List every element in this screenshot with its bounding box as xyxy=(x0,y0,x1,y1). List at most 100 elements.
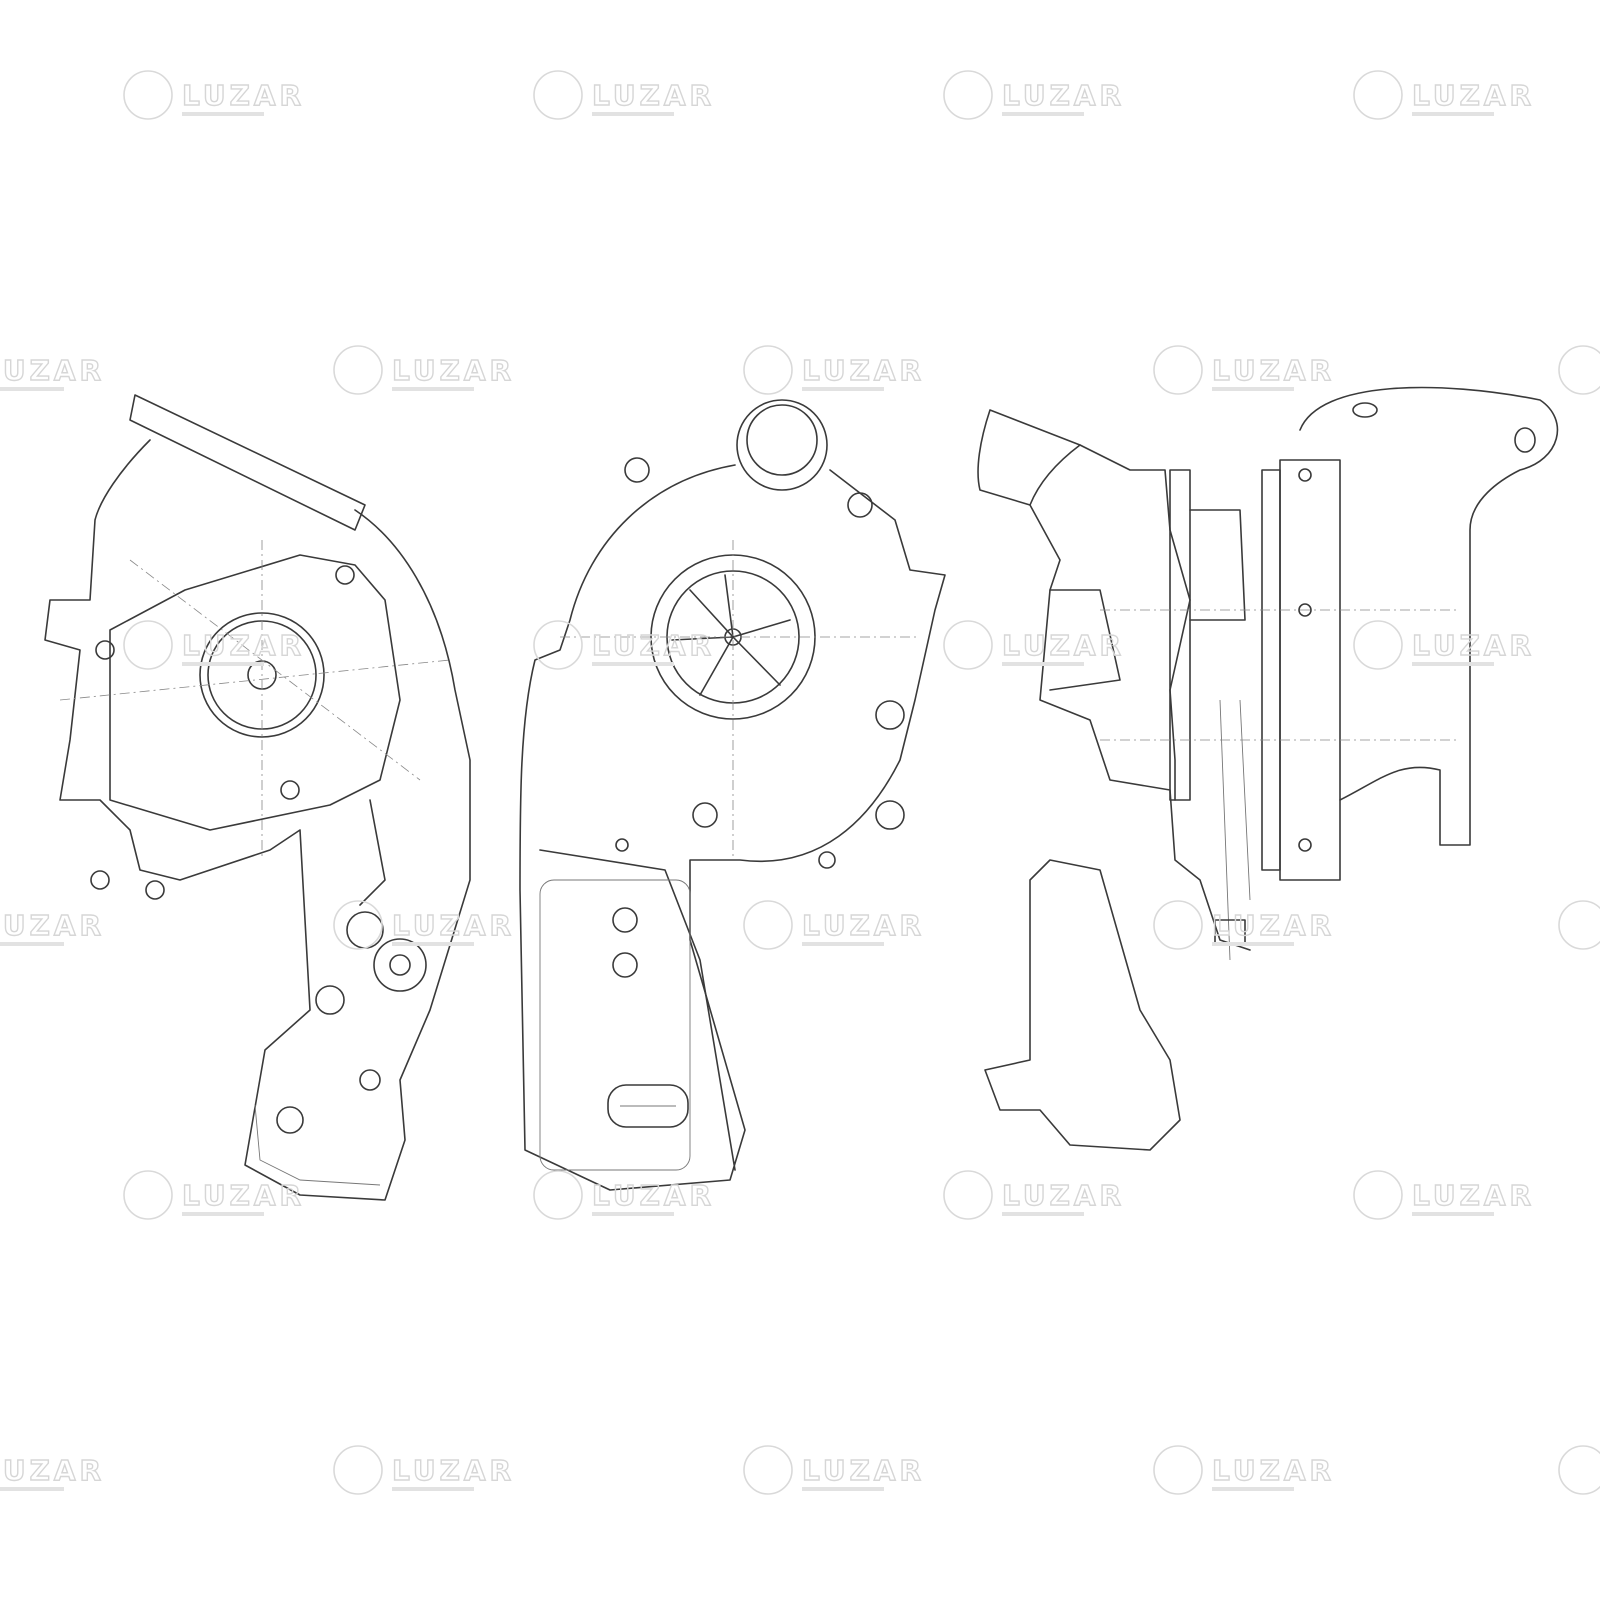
watermark-brand: LUZAR xyxy=(592,629,715,662)
luzar-watermark: LUZAR xyxy=(1353,70,1535,120)
luzar-watermark: LUZAR xyxy=(1353,620,1535,670)
watermark-tagline xyxy=(802,942,884,946)
watermark-brand: LUZAR xyxy=(1212,354,1335,387)
watermark-tagline xyxy=(1212,1487,1294,1491)
luzar-watermark: LUZAR xyxy=(1558,1445,1600,1495)
watermark-brand: LUZAR xyxy=(0,1454,105,1487)
watermark-tagline xyxy=(392,1487,474,1491)
watermark-brand: LUZAR xyxy=(592,1179,715,1212)
dragon-logo-icon xyxy=(1353,620,1403,670)
front-view xyxy=(44,394,471,1201)
luzar-watermark: LUZAR xyxy=(743,900,925,950)
luzar-watermark: LUZAR xyxy=(1558,345,1600,395)
watermark-tagline xyxy=(0,1487,64,1491)
watermark-brand: LUZAR xyxy=(0,909,105,942)
luzar-watermark: LUZAR xyxy=(1558,900,1600,950)
watermark-tagline xyxy=(1412,1212,1494,1216)
luzar-watermark: LUZAR xyxy=(123,620,305,670)
luzar-watermark: LUZAR xyxy=(333,900,515,950)
side-view xyxy=(977,386,1559,1151)
watermark-brand: LUZAR xyxy=(392,354,515,387)
watermark-brand: LUZAR xyxy=(182,1179,305,1212)
dragon-logo-icon xyxy=(743,1445,793,1495)
watermark-brand: LUZAR xyxy=(1002,629,1125,662)
dragon-logo-icon xyxy=(1353,1170,1403,1220)
dragon-logo-icon xyxy=(1558,1445,1600,1495)
dragon-logo-icon xyxy=(943,620,993,670)
dragon-logo-icon xyxy=(1558,345,1600,395)
dragon-logo-icon xyxy=(743,345,793,395)
dragon-logo-icon xyxy=(333,900,383,950)
luzar-watermark: LUZAR xyxy=(943,1170,1125,1220)
dragon-logo-icon xyxy=(1153,1445,1203,1495)
watermark-tagline xyxy=(182,112,264,116)
watermark-tagline xyxy=(592,662,674,666)
watermark-brand: LUZAR xyxy=(592,79,715,112)
watermark-tagline xyxy=(392,942,474,946)
dragon-logo-icon xyxy=(943,1170,993,1220)
watermark-tagline xyxy=(1412,662,1494,666)
watermark-tagline xyxy=(392,387,474,391)
watermark-brand: LUZAR xyxy=(802,909,925,942)
dragon-logo-icon xyxy=(943,70,993,120)
luzar-watermark: LUZAR xyxy=(743,1445,925,1495)
watermark-tagline xyxy=(1412,112,1494,116)
luzar-watermark: LUZAR xyxy=(533,620,715,670)
watermark-brand: LUZAR xyxy=(182,79,305,112)
luzar-watermark: LUZAR xyxy=(1353,1170,1535,1220)
watermark-brand: LUZAR xyxy=(392,1454,515,1487)
watermark-brand: LUZAR xyxy=(182,629,305,662)
watermark-brand: LUZAR xyxy=(392,909,515,942)
watermark-tagline xyxy=(182,1212,264,1216)
watermark-brand: LUZAR xyxy=(1002,79,1125,112)
watermark-brand: LUZAR xyxy=(1002,1179,1125,1212)
luzar-watermark: LUZAR xyxy=(1153,900,1335,950)
dragon-logo-icon xyxy=(533,620,583,670)
watermark-tagline xyxy=(1212,942,1294,946)
dragon-logo-icon xyxy=(123,620,173,670)
luzar-watermark: LUZAR xyxy=(0,353,105,391)
dragon-logo-icon xyxy=(743,900,793,950)
watermark-brand: LUZAR xyxy=(1412,629,1535,662)
watermark-tagline xyxy=(802,1487,884,1491)
watermark-tagline xyxy=(182,662,264,666)
watermark-tagline xyxy=(1212,387,1294,391)
dragon-logo-icon xyxy=(123,70,173,120)
luzar-watermark: LUZAR xyxy=(533,1170,715,1220)
watermark-brand: LUZAR xyxy=(0,354,105,387)
watermark-brand: LUZAR xyxy=(1212,1454,1335,1487)
watermark-tagline xyxy=(0,942,64,946)
rear-view xyxy=(519,399,946,1191)
dragon-logo-icon xyxy=(1558,900,1600,950)
dragon-logo-icon xyxy=(1153,900,1203,950)
watermark-tagline xyxy=(0,387,64,391)
luzar-watermark: LUZAR xyxy=(333,345,515,395)
luzar-watermark: LUZAR xyxy=(943,70,1125,120)
dragon-logo-icon xyxy=(533,1170,583,1220)
luzar-watermark: LUZAR xyxy=(743,345,922,395)
watermark-tagline xyxy=(1002,112,1084,116)
watermark-brand: LUZAR xyxy=(1412,79,1535,112)
luzar-watermark: LUZAR xyxy=(123,70,305,120)
luzar-watermark: LUZAR xyxy=(533,70,715,120)
luzar-watermark: LUZAR xyxy=(943,620,1125,670)
luzar-watermark: LUZAR xyxy=(333,1445,515,1495)
watermark-brand: LUZAR xyxy=(1412,1179,1535,1212)
luzar-watermark: LUZAR xyxy=(123,1170,305,1220)
dragon-logo-icon xyxy=(533,70,583,120)
watermark-brand: LUZAR xyxy=(1212,909,1335,942)
dragon-logo-icon xyxy=(1153,345,1203,395)
watermark-tagline xyxy=(592,1212,674,1216)
watermark-tagline xyxy=(802,387,884,391)
watermark-tagline xyxy=(1002,662,1084,666)
dragon-logo-icon xyxy=(333,1445,383,1495)
watermark-tagline xyxy=(1002,1212,1084,1216)
dragon-logo-icon xyxy=(333,345,383,395)
luzar-watermark: LUZAR xyxy=(0,908,105,946)
watermark-tagline xyxy=(592,112,674,116)
watermark-brand: LUZAR xyxy=(802,1454,925,1487)
luzar-watermark: LUZAR xyxy=(1153,345,1335,395)
dragon-logo-icon xyxy=(123,1170,173,1220)
